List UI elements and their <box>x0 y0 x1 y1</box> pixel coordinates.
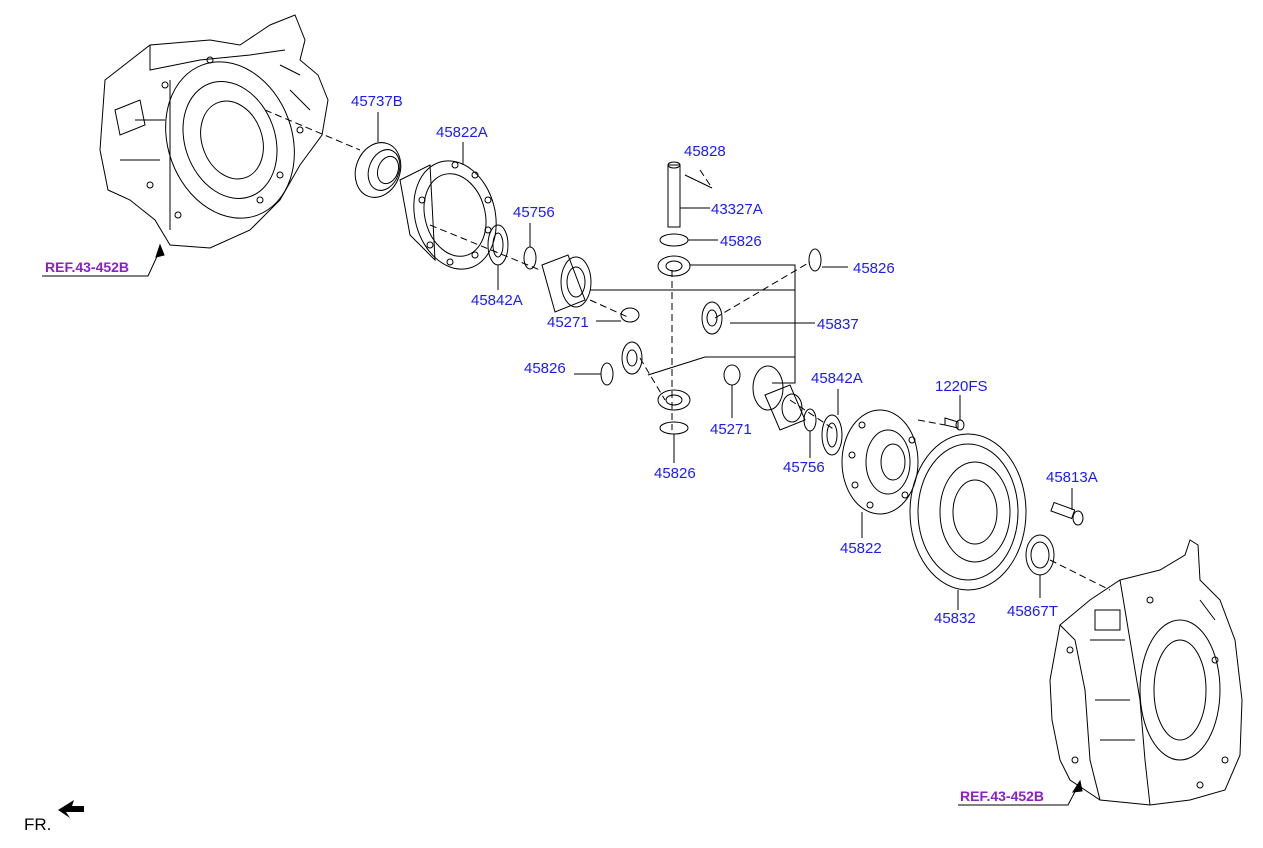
pinion-gear-top <box>657 255 691 277</box>
label-45826-b[interactable]: 45826 <box>853 260 895 277</box>
ref-arrow-left <box>155 243 165 258</box>
label-45832[interactable]: 45832 <box>934 610 976 627</box>
label-43327A[interactable]: 43327A <box>711 201 763 218</box>
side-gear-left <box>541 254 592 313</box>
bolt-1220FS <box>944 417 965 431</box>
label-1220FS[interactable]: 1220FS <box>935 378 988 395</box>
label-45826-d[interactable]: 45826 <box>654 465 696 482</box>
label-45737B[interactable]: 45737B <box>351 93 403 110</box>
assembly-axis-lines <box>264 109 1111 591</box>
pinion-gear-left <box>621 341 643 375</box>
bolt-45813A <box>1050 501 1084 526</box>
ring-gear-45832 <box>909 433 1027 591</box>
pinion-gear-bottom <box>657 389 691 411</box>
differential-case-45822A <box>399 160 497 270</box>
label-45826-a[interactable]: 45826 <box>720 233 762 250</box>
shim-45867T <box>1025 534 1055 576</box>
label-45271-bottom[interactable]: 45271 <box>710 421 752 438</box>
left-transmission-housing <box>99 14 329 249</box>
leader-lines <box>42 112 1079 806</box>
snap-ring-45756-top <box>523 246 537 270</box>
reference-link-right[interactable]: REF.43-452B <box>960 788 1045 804</box>
pinion-shaft-43327A <box>667 161 713 228</box>
pinion-gear-45837 <box>701 301 723 335</box>
washer-45826-right <box>808 248 822 272</box>
snap-ring-45271-top <box>620 307 640 323</box>
differential-case-45822 <box>841 409 919 515</box>
front-direction-label: FR. <box>24 815 52 834</box>
label-45271-top[interactable]: 45271 <box>547 314 589 331</box>
label-45826-c[interactable]: 45826 <box>524 360 566 377</box>
washer-45826-bottom <box>659 421 689 435</box>
label-45837[interactable]: 45837 <box>817 316 859 333</box>
washer-45842A-right <box>821 414 843 456</box>
ref-arrow-right <box>1072 779 1083 793</box>
washer-45826-left <box>600 362 614 386</box>
washer-45842A-left <box>487 224 509 266</box>
right-transmission-housing <box>1049 539 1243 806</box>
label-45756-top[interactable]: 45756 <box>513 204 555 221</box>
label-45842A-right[interactable]: 45842A <box>811 370 863 387</box>
label-45867T[interactable]: 45867T <box>1007 603 1058 620</box>
label-45828[interactable]: 45828 <box>684 143 726 160</box>
snap-ring-45756-bottom <box>803 408 817 432</box>
label-45822[interactable]: 45822 <box>840 540 882 557</box>
reference-link-left[interactable]: REF.43-452B <box>45 259 130 275</box>
front-direction-arrow-icon <box>58 800 84 818</box>
side-gear-right <box>752 365 806 431</box>
label-45756-bottom[interactable]: 45756 <box>783 459 825 476</box>
label-45813A[interactable]: 45813A <box>1046 469 1098 486</box>
snap-ring-45271-bottom <box>723 364 741 386</box>
label-45822A[interactable]: 45822A <box>436 124 488 141</box>
washer-45826-top <box>659 233 689 247</box>
label-45842A-left[interactable]: 45842A <box>471 292 523 309</box>
bearing-45737B <box>354 142 402 198</box>
